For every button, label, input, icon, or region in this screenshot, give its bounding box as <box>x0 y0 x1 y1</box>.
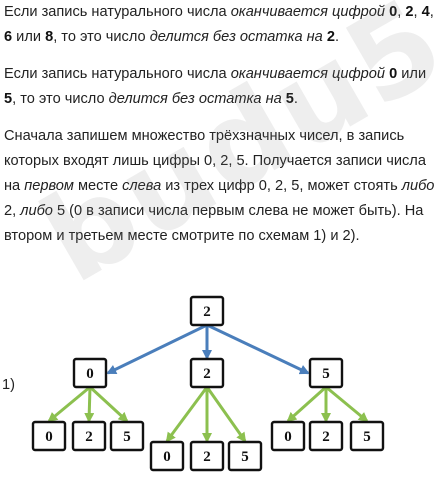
tree-diagram: 1) 2 0 2 5 0 2 5 0 2 5 0 2 5 <box>2 295 385 472</box>
arrow-2-to-0 <box>286 385 328 423</box>
node-box <box>31 420 67 452</box>
level1-node: 2 <box>189 357 225 389</box>
level2-node: 0 <box>31 420 67 452</box>
scheme-label: 1) <box>2 377 15 393</box>
node-box <box>189 440 225 472</box>
level2-node: 5 <box>349 420 385 452</box>
arrow-0-to-2 <box>88 385 129 423</box>
level2-node: 0 <box>149 440 185 472</box>
node-digit: 0 <box>86 366 94 382</box>
level2-node: 0 <box>270 420 306 452</box>
node-digit: 5 <box>123 429 131 445</box>
node-box <box>149 440 185 472</box>
node-box <box>308 420 344 452</box>
level2-node: 2 <box>189 440 225 472</box>
arrow-0-to-0 <box>47 385 91 423</box>
node-digit: 2 <box>203 304 211 320</box>
node-box <box>189 295 225 327</box>
node-box <box>189 357 225 389</box>
node-digit: 5 <box>363 429 371 445</box>
level2-node: 5 <box>227 440 263 472</box>
node-digit: 0 <box>284 429 292 445</box>
arrow-root-to-2 <box>206 323 310 375</box>
node-box <box>227 440 263 472</box>
node-box <box>308 357 344 389</box>
node-digit: 2 <box>85 429 93 445</box>
arrow-1-to-0 <box>165 386 209 443</box>
node-digit: 0 <box>163 449 171 465</box>
arrow-0-to-1 <box>84 386 95 423</box>
node-digit: 5 <box>322 366 330 382</box>
level2-node: 2 <box>71 420 107 452</box>
arrow-root-to-0 <box>106 323 208 375</box>
node-digit: 0 <box>45 429 53 445</box>
root-node: 2 <box>189 295 225 327</box>
node-box <box>72 357 108 389</box>
node-digit: 5 <box>241 449 249 465</box>
level1-node: 0 <box>72 357 108 389</box>
paragraph-divisibility-by-5: Если запись натурального числа оканчивае… <box>4 66 427 107</box>
level2-node: 5 <box>109 420 145 452</box>
node-digit: 2 <box>203 449 211 465</box>
node-box <box>109 420 145 452</box>
node-digit: 2 <box>203 366 211 382</box>
paragraph-solution-explanation: Сначала запишем множество трёхзначных чи… <box>4 128 435 244</box>
arrow-2-to-2 <box>325 385 369 423</box>
node-digit: 2 <box>322 429 330 445</box>
arrow-1-to-2 <box>205 386 247 443</box>
level2-node: 2 <box>308 420 344 452</box>
node-box <box>71 420 107 452</box>
node-box <box>349 420 385 452</box>
paragraph-divisibility-by-2: Если запись натурального числа оканчивае… <box>4 4 434 45</box>
node-box <box>270 420 306 452</box>
level1-node: 5 <box>308 357 344 389</box>
